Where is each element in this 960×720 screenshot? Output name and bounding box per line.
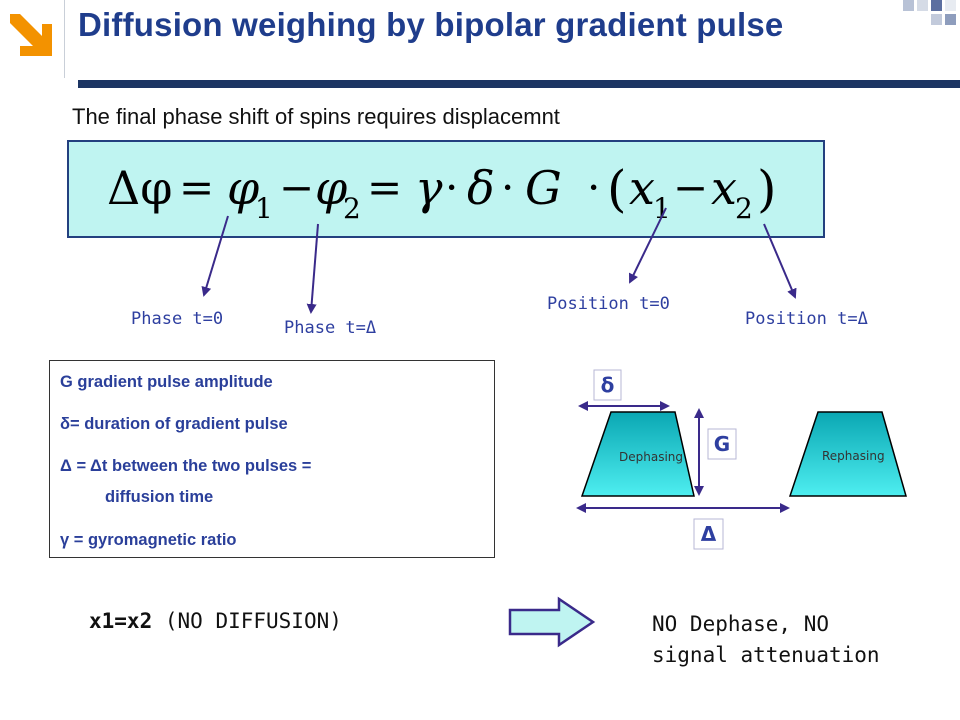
legend-item-big-delta-cont: diffusion time [105,488,214,506]
result-text: NO Dephase, NO signal attenuation [652,609,880,671]
arrow-logo-icon [0,0,64,78]
rephasing-pulse [788,411,907,497]
legend-item-g: G gradient pulse amplitude [60,373,273,391]
corner-square [945,0,956,11]
arrow-phase0 [201,215,229,297]
gradient-pulse-diagram: δ G Δ Dephasing Rephasing [576,369,907,550]
g-label-box [707,428,737,460]
formula-x1: x [629,161,655,215]
arrow-pos0 [629,207,667,284]
corner-square [917,0,928,11]
label-position-tdelta: Position t=Δ [745,309,868,329]
label-phase-tdelta: Phase t=Δ [284,318,377,338]
title-underline-gap [0,80,64,88]
equation-x1-x2: x1=x2 [89,609,153,633]
corner-square [931,0,942,11]
equation-note: (NO DIFFUSION) [164,609,342,633]
formula-minus: − [673,163,708,212]
dephasing-pulse [580,411,695,497]
result-line-1: NO Dephase, NO [652,612,830,636]
legend-item-big-delta: Δ = Δt between the two pulses = [60,457,312,475]
formula-dot: · [587,163,600,212]
corner-square [945,14,956,25]
legend-item-gamma: γ = gyromagnetic ratio [60,531,237,549]
right-block-arrow-icon [508,596,596,648]
formula-dot: · [501,163,514,212]
formula-gamma: γ [415,161,443,215]
subtitle: The final phase shift of spins requires … [72,104,560,129]
formula-lparen: ( [607,160,627,218]
corner-square [903,0,914,11]
legend-box [49,360,495,558]
formula-delta: δ [467,161,495,215]
corner-square [931,14,942,25]
legend-item-delta: δ= duration of gradient pulse [60,415,288,433]
arrow-posD [763,223,797,299]
formula-x2: x [711,161,737,215]
formula-subscript-2: 2 [343,192,361,225]
formula-equals: = [179,163,214,212]
logo [0,0,64,78]
formula-delta-phi: Δφ [107,161,172,215]
formula-equals-2: = [367,163,402,212]
formula-subscript-2: 2 [735,192,753,225]
formula-minus: − [279,163,314,212]
label-position-t0: Position t=0 [547,294,670,314]
dephasing-label: Dephasing [619,450,683,464]
formula-phi1: φ [227,161,260,215]
title-underline [78,80,960,88]
formula-box [67,140,825,238]
delta-small-label: δ [601,373,615,397]
formula: Δφ = φ 1 − φ 2 = γ · δ · G · ( x 1 − x 2… [107,160,777,225]
label-phase-t0: Phase t=0 [131,309,224,329]
g-label: G [714,432,730,456]
slide-title: Diffusion weighing by bipolar gradient p… [78,6,784,43]
formula-g: G [525,161,562,215]
arrow-phaseD [306,223,319,314]
no-diffusion-equation: x1=x2 (NO DIFFUSION) [89,609,342,633]
rephasing-label: Rephasing [822,449,885,463]
formula-dot: · [445,163,458,212]
formula-phi2: φ [315,161,348,215]
result-line-2: signal attenuation [652,643,880,667]
delta-small-label-box [593,369,622,401]
delta-big-label-box [693,518,724,550]
logo-separator [64,0,65,78]
formula-subscript-1: 1 [255,192,273,225]
formula-rparen: ) [757,160,777,218]
delta-big-label: Δ [701,522,717,546]
formula-subscript-1: 1 [653,192,671,225]
